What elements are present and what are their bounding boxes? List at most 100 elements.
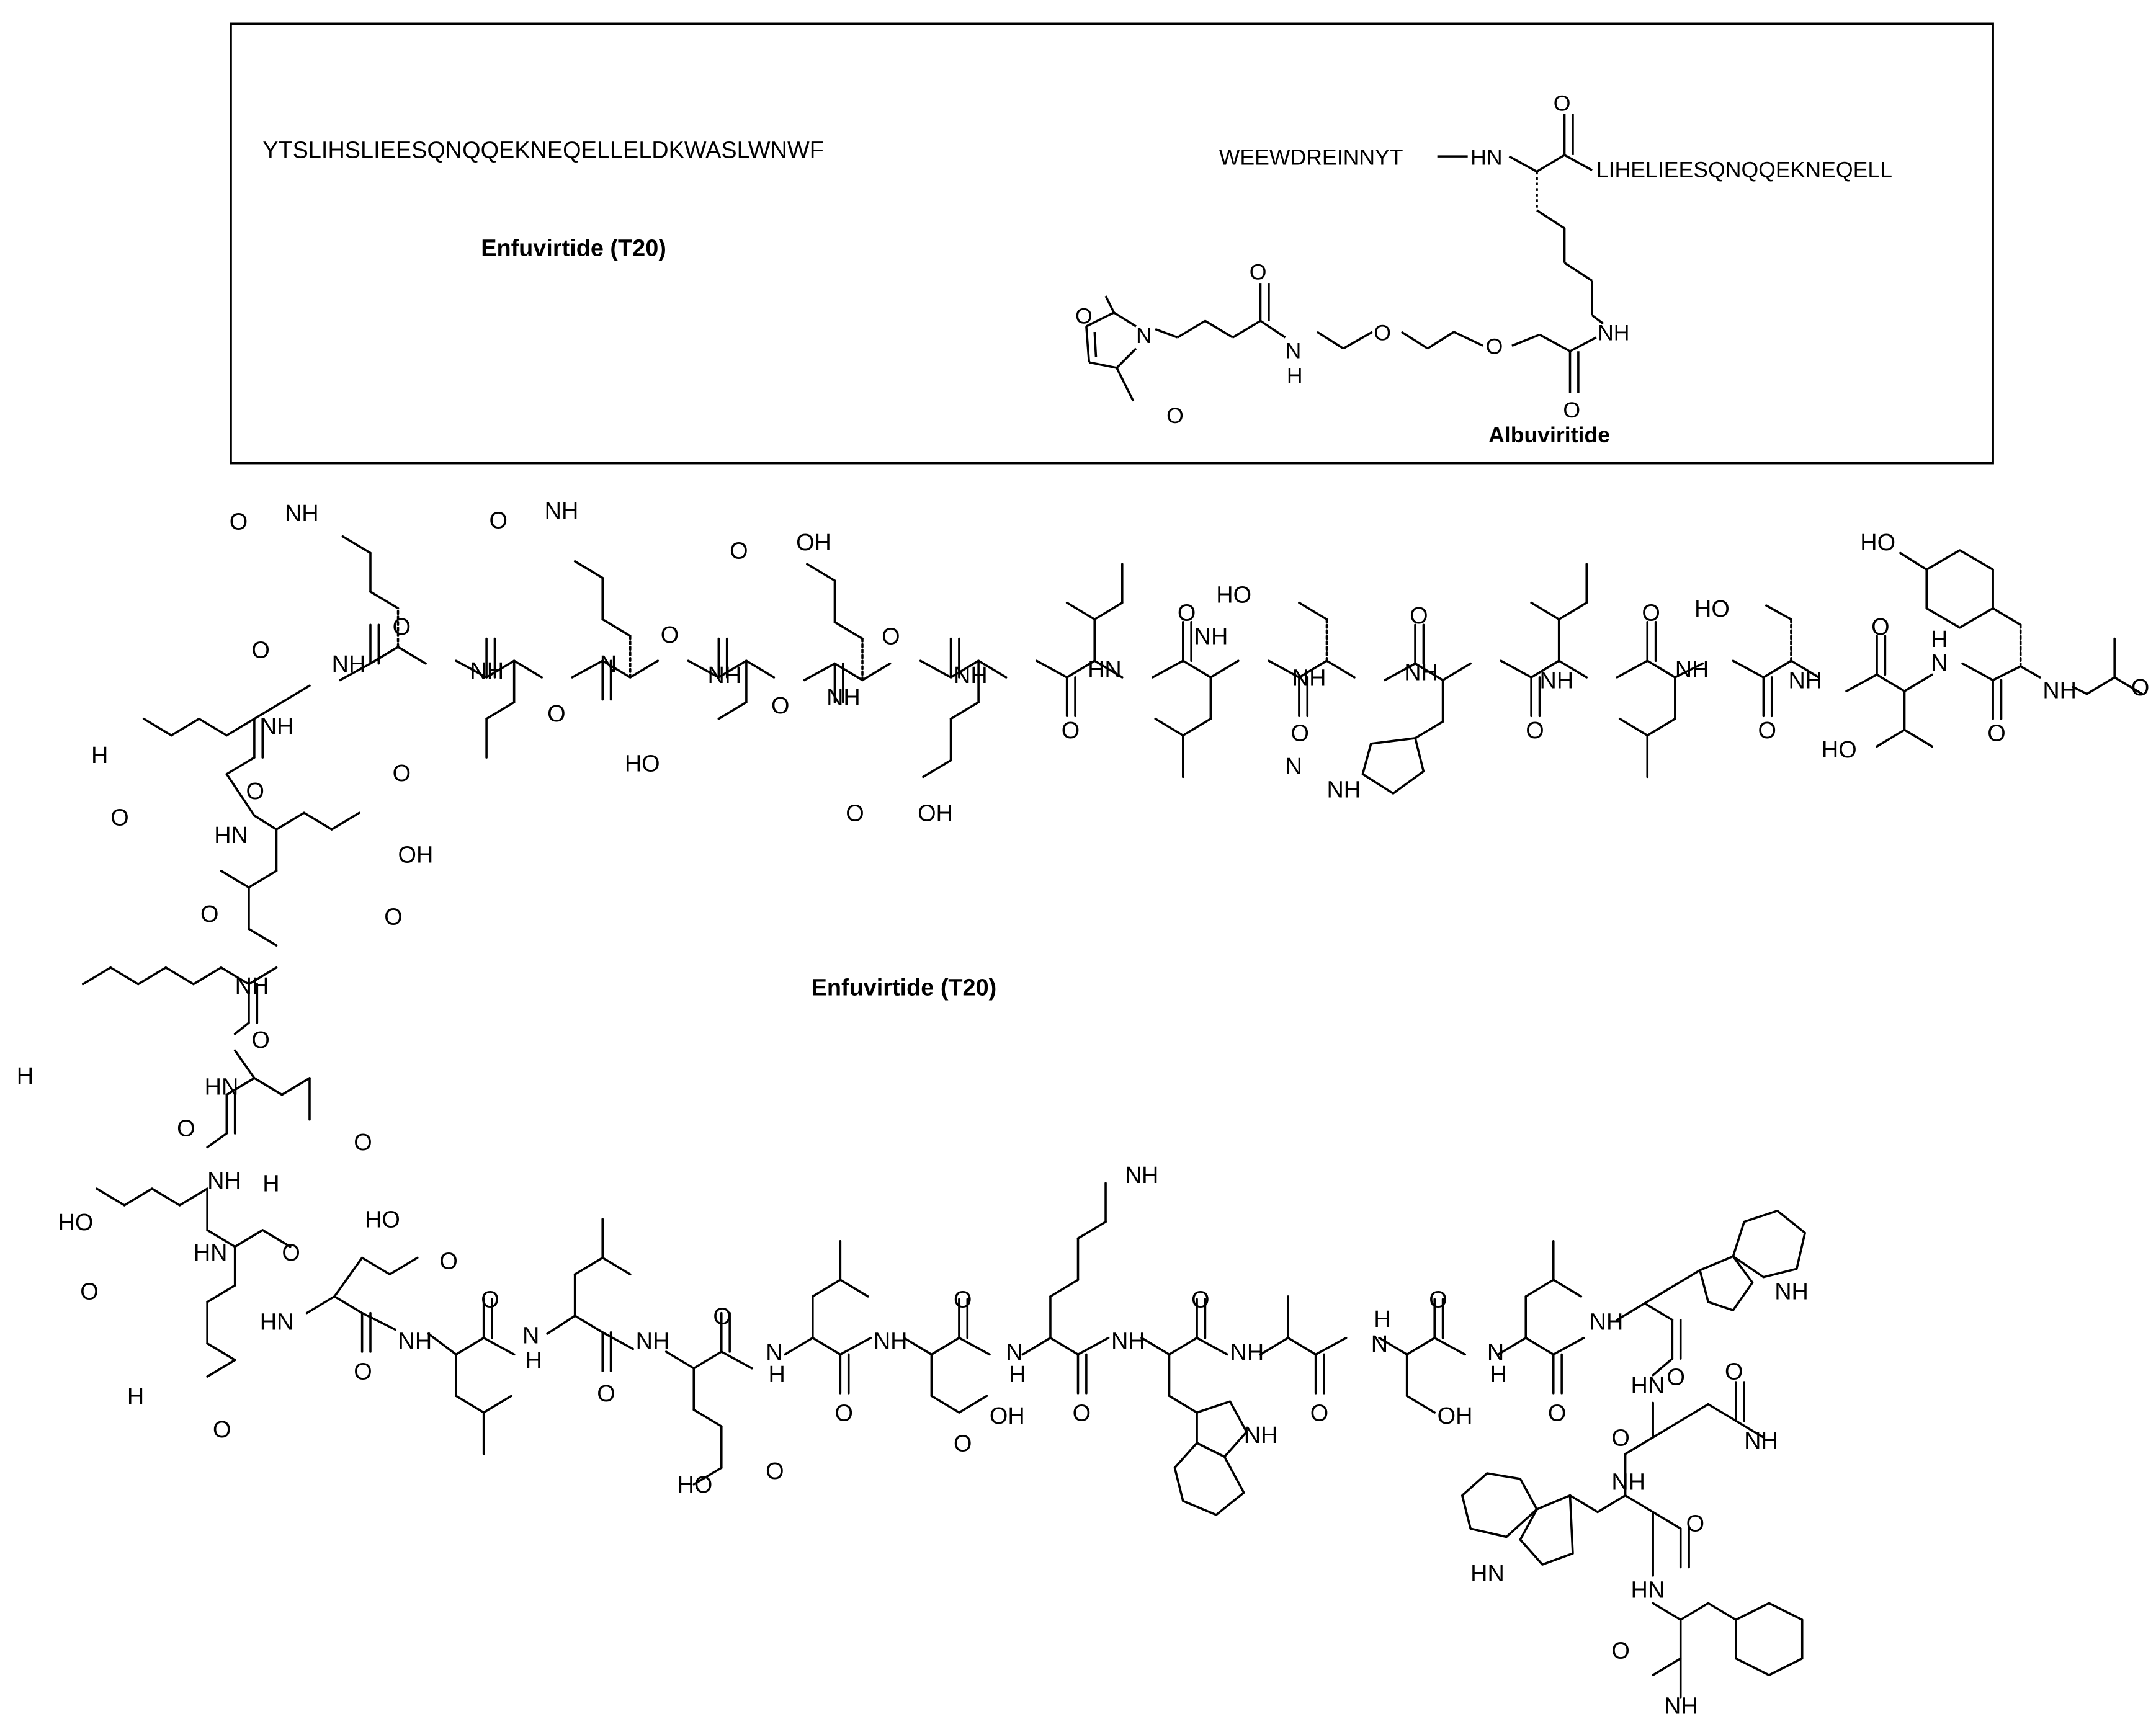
label-asn-o2: O bbox=[393, 614, 411, 640]
label-ser2-nh: NH bbox=[1292, 665, 1326, 691]
label-ile2-nh: HN bbox=[1088, 657, 1122, 683]
label-gln-o: O bbox=[547, 701, 565, 727]
label-bottom-o16: O bbox=[1725, 1359, 1743, 1385]
albuviritide-n-segment: WEEWDREINNYT bbox=[1219, 145, 1403, 170]
label-glu2-nh: NH bbox=[826, 684, 861, 710]
label-bottom-trp-hn2: HN bbox=[1470, 1561, 1505, 1587]
label-his-nh: NH bbox=[1404, 659, 1438, 685]
enfuvirtide-sequence: YTSLIHSLIEESQNQQEKNEQELLELDKWASLWNWF bbox=[262, 137, 824, 163]
label-bottom-n4: N bbox=[766, 1339, 782, 1365]
label-gln-n: N bbox=[600, 651, 617, 677]
label-leu2-o: O bbox=[1178, 600, 1196, 627]
label-bottom-nh2-c-term: NH bbox=[1664, 1694, 1698, 1720]
label-left-nh3: NH bbox=[235, 973, 269, 999]
label-leu2-nh: NH bbox=[1194, 623, 1228, 650]
label-ser-ho: HO bbox=[1694, 596, 1730, 622]
label-bottom-h6: H bbox=[1009, 1362, 1026, 1388]
label-bottom-o6: O bbox=[766, 1458, 784, 1484]
label-ser-nh: NH bbox=[1788, 668, 1822, 694]
label-thr-ho: HO bbox=[1822, 737, 1857, 763]
label-tyr-o: O bbox=[1987, 720, 2005, 746]
albuviritide-maleimide-o2: O bbox=[1166, 403, 1184, 428]
label-bottom-ho2: HO bbox=[678, 1472, 713, 1498]
label-left-h2n3: H bbox=[262, 1171, 279, 1197]
label-ile-o: O bbox=[1526, 718, 1544, 744]
label-bottom-nh7: NH bbox=[1111, 1329, 1145, 1355]
enfuvirtide-skeleton bbox=[81, 535, 2144, 1699]
albuviritide-ether-o2: O bbox=[1486, 334, 1503, 359]
label-bottom-o15: O bbox=[1666, 1364, 1684, 1390]
label-thr-h: H bbox=[1931, 627, 1948, 653]
label-glu-o: O bbox=[882, 623, 900, 650]
label-ser3-nh: NH bbox=[708, 663, 742, 689]
label-his-ring-n: N bbox=[1286, 754, 1302, 780]
label-bottom-ho1: HO bbox=[365, 1207, 400, 1233]
label-bottom-nh2-asn-n: NH bbox=[1744, 1428, 1778, 1454]
albuviritide-amide-nh: NH bbox=[1598, 320, 1629, 345]
label-bottom-o18: O bbox=[1686, 1511, 1704, 1537]
label-left-h2n2: H bbox=[17, 1063, 34, 1089]
label-glu2-sidechain-oh: OH bbox=[796, 530, 831, 556]
albuviritide-amide-o: O bbox=[1563, 398, 1580, 422]
label-bottom-oh2: OH bbox=[1438, 1403, 1473, 1429]
albuviritide-maleimide-n: N bbox=[1136, 323, 1152, 348]
label-bottom-nh1: NH bbox=[398, 1329, 432, 1355]
label-left-oh1: OH bbox=[398, 842, 434, 868]
albuviritide-peg-nh: N bbox=[1286, 338, 1302, 363]
label-bottom-nh14: NH bbox=[1611, 1470, 1645, 1496]
label-left-ho1: HO bbox=[58, 1210, 94, 1236]
label-left-o6: O bbox=[251, 1027, 269, 1053]
label-bottom-h4: H bbox=[769, 1362, 785, 1388]
label-left-o11: O bbox=[213, 1417, 231, 1443]
label-left-o10: O bbox=[282, 1240, 300, 1266]
label-bottom-o17: O bbox=[1611, 1425, 1629, 1451]
label-bottom-o13: O bbox=[1429, 1287, 1447, 1313]
label-gln2-amide-nh: NH bbox=[285, 501, 319, 527]
label-glu2-sidechain-o: O bbox=[730, 538, 748, 564]
label-glu-sidechain-oh: OH bbox=[918, 801, 953, 827]
label-bottom-o8: O bbox=[954, 1287, 972, 1313]
label-bottom-n11: N bbox=[1487, 1339, 1504, 1365]
label-bottom-oh1: OH bbox=[990, 1403, 1025, 1429]
albuviritide-ether-o1: O bbox=[1374, 320, 1391, 345]
albuviritide-maleimide-o1: O bbox=[1075, 304, 1093, 329]
atom-labels: O NH HO O H N HO O NH HO O NH O NH O NH … bbox=[17, 498, 2150, 1720]
label-left-o1: O bbox=[251, 638, 269, 664]
label-bottom-o2: O bbox=[354, 1359, 372, 1385]
label-left-o7: O bbox=[177, 1115, 195, 1141]
label-bottom-h11: H bbox=[1490, 1362, 1506, 1388]
label-left-hn4: HN bbox=[205, 1074, 239, 1100]
enfuvirtide-caption-top: Enfuvirtide (T20) bbox=[481, 236, 666, 262]
label-his-o: O bbox=[1410, 603, 1428, 629]
label-bottom-o19: O bbox=[1611, 1638, 1629, 1664]
albuviritide-linker-o: O bbox=[1250, 259, 1267, 284]
label-leu-o: O bbox=[1642, 600, 1660, 627]
label-left-o5: O bbox=[200, 901, 218, 927]
label-acetyl-o: O bbox=[2131, 675, 2149, 701]
label-bottom-o10: O bbox=[1073, 1400, 1091, 1426]
label-bottom-hn13: HN bbox=[1631, 1373, 1665, 1399]
label-bottom-n10: N bbox=[1371, 1331, 1388, 1357]
label-ser2-o: O bbox=[1291, 720, 1309, 746]
label-bottom-o14: O bbox=[1548, 1400, 1566, 1426]
label-bottom-o12: O bbox=[1310, 1400, 1328, 1426]
label-bottom-nh12: NH bbox=[1590, 1309, 1624, 1335]
label-left-o8: O bbox=[354, 1130, 372, 1156]
label-ile2-o: O bbox=[1062, 718, 1080, 744]
label-glu2-o: O bbox=[771, 693, 789, 719]
label-ser3-ho: HO bbox=[625, 751, 660, 777]
label-bottom-o1: O bbox=[439, 1248, 457, 1274]
label-gln2-nh: NH bbox=[332, 651, 366, 677]
albuviritide-structure: WEEWDREINNYT HN O LIHELIEESQNQQEKNEQELL … bbox=[1075, 91, 1892, 448]
label-bottom-o9: O bbox=[954, 1431, 972, 1457]
label-bottom-h2: H bbox=[525, 1348, 542, 1374]
bottom-row-backbone bbox=[305, 1182, 1806, 1699]
label-left-o9: O bbox=[80, 1279, 98, 1305]
label-bottom-o4: O bbox=[597, 1381, 615, 1407]
label-bottom-n6: N bbox=[1006, 1339, 1023, 1365]
label-left-nh5: NH bbox=[207, 1168, 241, 1194]
label-bottom-o7: O bbox=[834, 1400, 852, 1426]
enfuvirtide-caption-main: Enfuvirtide (T20) bbox=[812, 975, 997, 1001]
label-his-ring-nh: NH bbox=[1326, 777, 1361, 803]
